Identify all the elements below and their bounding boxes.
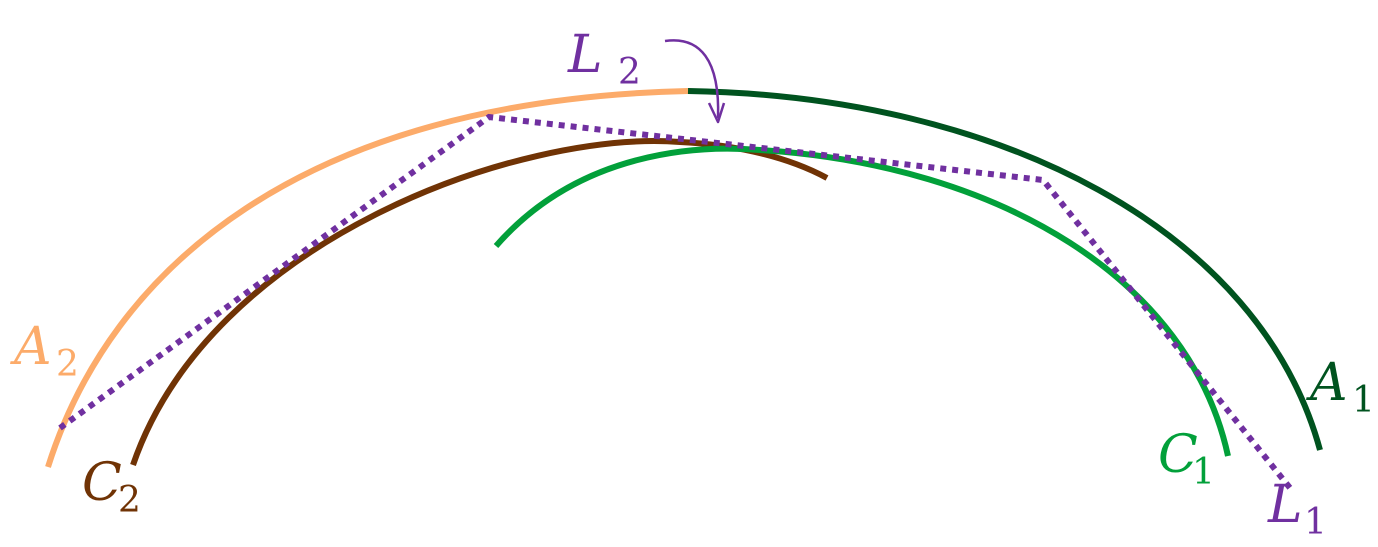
dotted-polyline-l [58, 113, 1293, 490]
curve-c1 [493, 145, 1231, 457]
label-a2: A 2 [10, 317, 79, 385]
label-l2-base: L [567, 25, 603, 85]
label-a2-base: A [10, 317, 52, 377]
curved-arrow-icon [664, 39, 720, 119]
label-c1-sub: 1 [1192, 452, 1215, 493]
label-c2: C 2 [82, 453, 141, 521]
label-c1-base: C [1158, 425, 1198, 485]
arrow-head-icon [707, 102, 726, 124]
curve-a2 [45, 88, 689, 468]
label-a1: A 1 [1306, 353, 1375, 421]
label-c2-base: C [82, 453, 122, 513]
label-l2: L 2 [567, 25, 641, 93]
curve-a1 [687, 88, 1323, 451]
label-a1-base: A [1306, 353, 1348, 413]
label-l1-base: L [1267, 475, 1303, 535]
label-a1-sub: 1 [1352, 380, 1375, 421]
label-l1: L 1 [1267, 475, 1327, 543]
label-l2-sub: 2 [618, 52, 641, 93]
label-c2-sub: 2 [118, 480, 141, 521]
label-l1-sub: 1 [1304, 502, 1327, 543]
curve-c2 [130, 138, 829, 466]
label-c1: C 1 [1158, 425, 1215, 493]
label-a2-sub: 2 [56, 344, 79, 385]
